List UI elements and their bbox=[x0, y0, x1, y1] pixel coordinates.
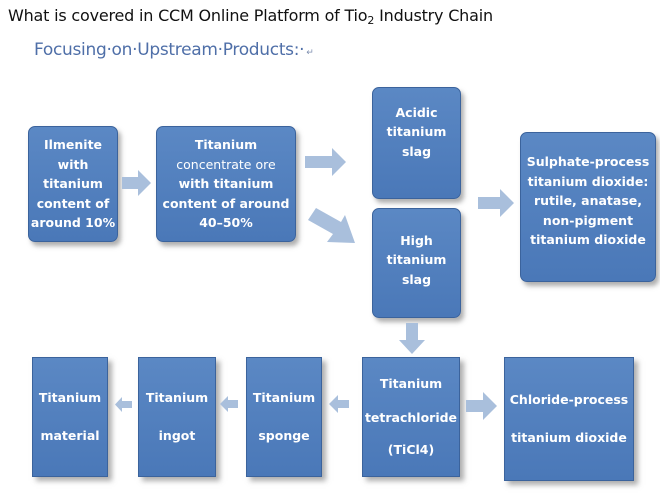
arrow-concentrate-to-acidic-slag bbox=[305, 148, 346, 176]
node-concentrate-line-5: 40–50% bbox=[199, 215, 253, 231]
node-concentrate-line-3: with titanium bbox=[178, 176, 274, 192]
title-subscript: 2 bbox=[367, 14, 375, 27]
node-ilmenite-line-1: Ilmenite bbox=[43, 137, 103, 153]
node-material-line-2: material bbox=[40, 428, 100, 443]
page-title: What is covered in CCM Online Platform o… bbox=[8, 6, 493, 27]
arrow-ticl4-to-sponge bbox=[329, 395, 349, 413]
node-ilmenite: Ilmenite with titanium content of around… bbox=[28, 126, 118, 242]
arrow-ilmenite-to-concentrate bbox=[122, 170, 151, 196]
node-concentrate-line-4: content of around bbox=[162, 195, 290, 211]
node-high-line-1: High bbox=[400, 232, 433, 248]
title-main: What is covered in CCM Online Platform o… bbox=[8, 6, 368, 25]
node-ingot-line-2: ingot bbox=[158, 428, 196, 443]
node-high-line-3: slag bbox=[401, 271, 432, 287]
node-ticl4-line-3: (TiCl4) bbox=[387, 442, 435, 457]
node-titanium-concentrate: Titanium concentrate ore with titanium c… bbox=[156, 126, 296, 242]
node-acidic-line-2: titanium bbox=[386, 124, 447, 140]
node-acidic-slag-text: Acidic titanium slag bbox=[387, 103, 447, 162]
node-ilmenite-line-3: titanium bbox=[43, 176, 103, 192]
node-concentrate-line-2: concentrate ore bbox=[176, 156, 276, 172]
section-subtitle: Focusing·on·Upstream·Products:·↵ bbox=[34, 40, 314, 60]
arrow-concentrate-to-high-slag bbox=[308, 208, 355, 243]
node-ilmenite-line-2: with bbox=[57, 156, 89, 172]
subtitle-text: Focusing·on·Upstream·Products:· bbox=[34, 40, 305, 60]
node-high-titanium-slag: High titanium slag bbox=[372, 208, 461, 318]
node-concentrate-line-1: Titanium bbox=[194, 137, 258, 153]
node-sulphate-line-5: titanium dioxide bbox=[530, 232, 646, 248]
node-ingot-line-1: Titanium bbox=[145, 390, 209, 405]
node-sulphate-line-2: titanium dioxide: bbox=[527, 173, 649, 189]
node-sulphate-line-1: Sulphate-process bbox=[526, 154, 650, 170]
node-titanium-sponge: Titanium sponge bbox=[246, 357, 322, 477]
node-titanium-material: Titanium material bbox=[32, 357, 108, 477]
arrow-high-slag-to-ticl4 bbox=[399, 323, 425, 354]
node-acidic-titanium-slag: Acidic titanium slag bbox=[372, 87, 461, 199]
node-high-line-2: titanium bbox=[386, 252, 447, 268]
node-acidic-line-3: slag bbox=[401, 143, 432, 159]
arrow-ticl4-to-chloride bbox=[466, 392, 497, 420]
title-tail: Industry Chain bbox=[374, 6, 493, 25]
node-material-line-1: Titanium bbox=[38, 390, 102, 405]
node-acidic-line-1: Acidic bbox=[395, 104, 438, 120]
node-sulphate-line-4: non-pigment bbox=[542, 212, 634, 228]
node-sponge-line-1: Titanium bbox=[252, 390, 316, 405]
arrow-ingot-to-material bbox=[115, 397, 132, 412]
node-chloride-line-1: Chloride-process bbox=[509, 392, 629, 407]
node-sulphate-process-tio2: Sulphate-process titanium dioxide: rutil… bbox=[520, 132, 656, 282]
node-titanium-tetrachloride: Titanium tetrachloride (TiCl4) bbox=[362, 357, 460, 477]
paragraph-mark-icon: ↵ bbox=[306, 48, 314, 58]
arrow-slag-to-sulphate bbox=[478, 189, 514, 217]
node-chloride-line-2: titanium dioxide bbox=[511, 430, 627, 445]
node-chloride-process-tio2: Chloride-process titanium dioxide bbox=[504, 357, 634, 481]
arrow-sponge-to-ingot bbox=[220, 396, 238, 412]
node-ticl4-line-1: Titanium bbox=[379, 376, 443, 391]
node-ticl4-line-2: tetrachloride bbox=[364, 410, 458, 425]
node-titanium-concentrate-text: Titanium concentrate ore with titanium c… bbox=[163, 135, 290, 233]
node-ilmenite-text: Ilmenite with titanium content of around… bbox=[31, 135, 115, 233]
node-ilmenite-line-4: content of bbox=[36, 195, 110, 211]
node-sponge-line-2: sponge bbox=[258, 428, 310, 443]
node-high-slag-text: High titanium slag bbox=[387, 231, 447, 290]
node-ilmenite-line-5: around 10% bbox=[30, 215, 116, 231]
node-titanium-ingot: Titanium ingot bbox=[138, 357, 216, 477]
node-sulphate-line-3: rutile, anatase, bbox=[533, 193, 643, 209]
node-sulphate-text: Sulphate-process titanium dioxide: rutil… bbox=[527, 152, 650, 250]
